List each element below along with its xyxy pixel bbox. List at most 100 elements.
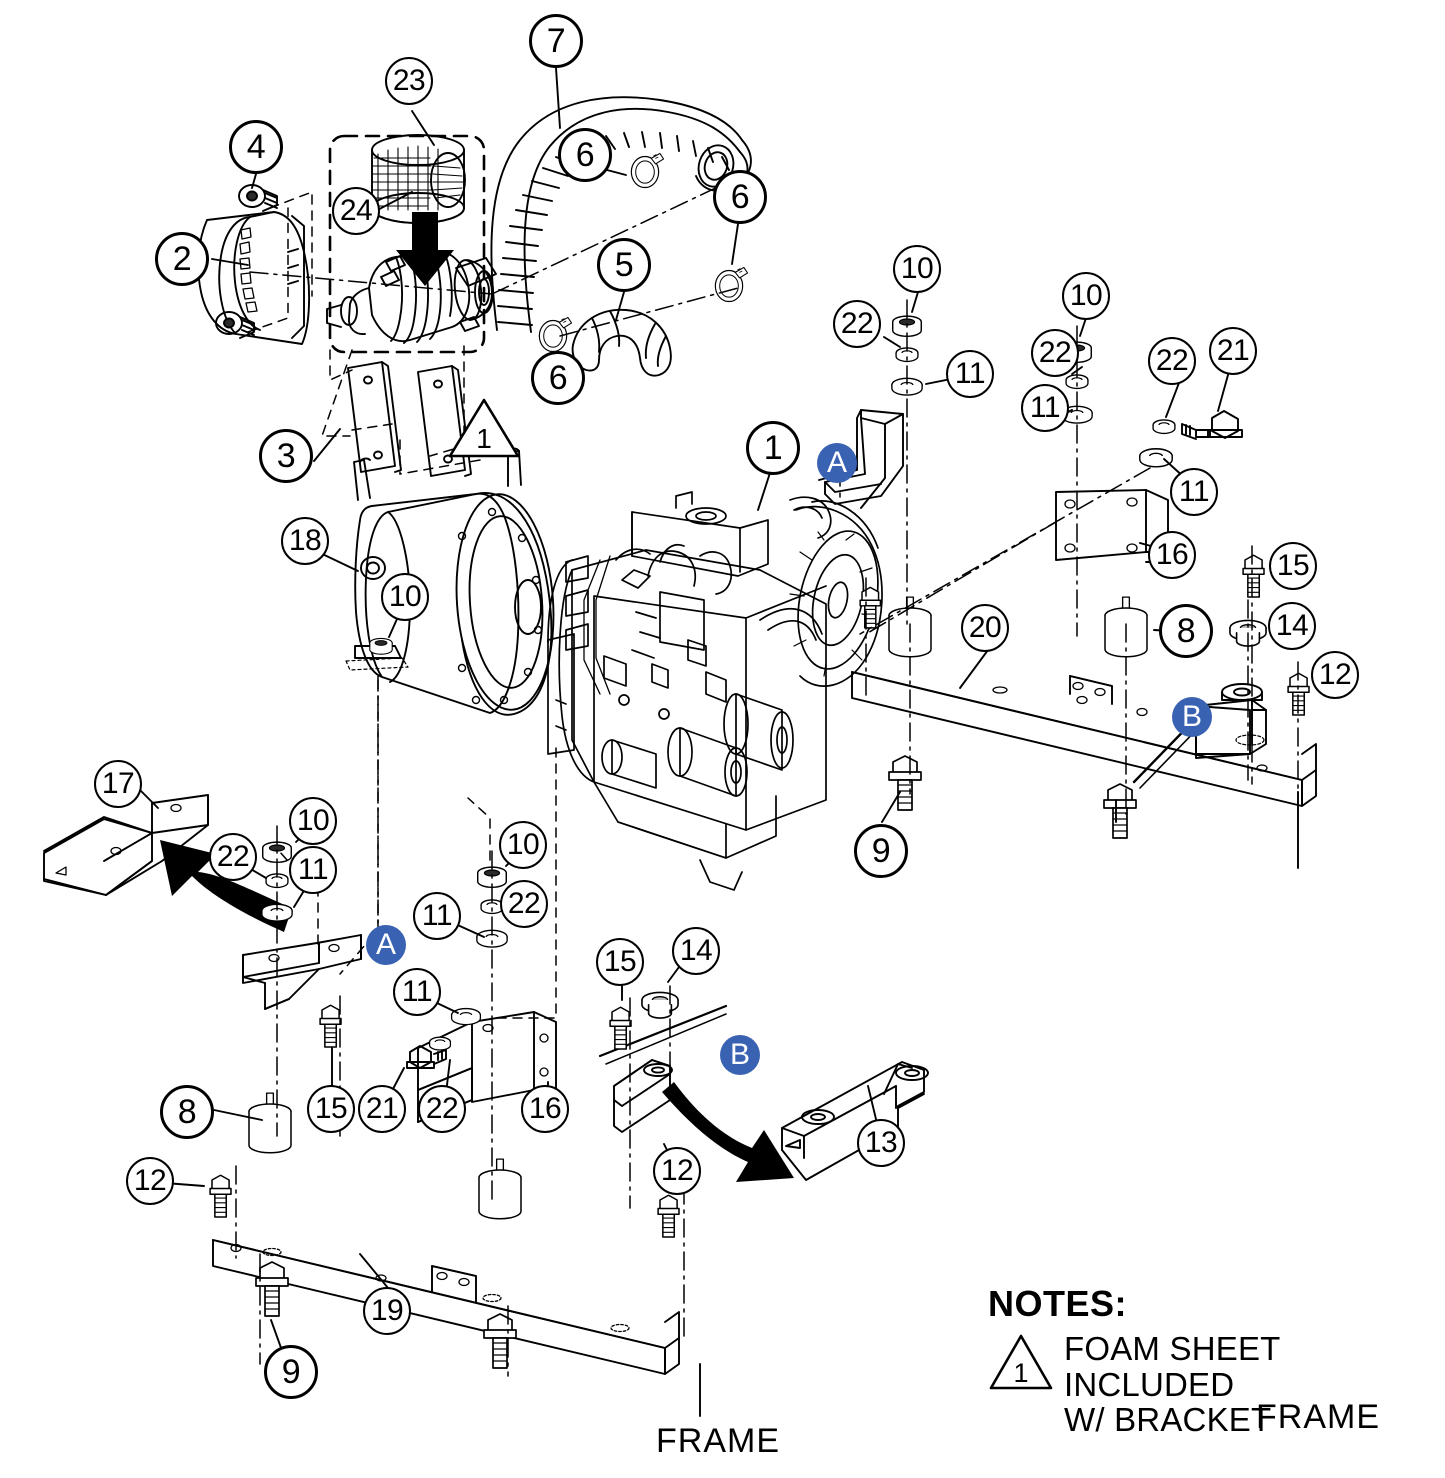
callout-balloon-22[interactable]: 22 <box>500 880 548 928</box>
bracket-a-upper <box>818 409 904 509</box>
callout-balloon-10[interactable]: 10 <box>381 573 429 621</box>
part-11-flat-washer <box>1138 447 1174 468</box>
callout-balloon-6[interactable]: 6 <box>713 170 767 224</box>
callout-balloon-9[interactable]: 9 <box>264 1345 318 1399</box>
callout-balloon-19[interactable]: 19 <box>363 1287 411 1335</box>
part-19-frame-rail-lower <box>212 1239 680 1375</box>
callout-balloon-10[interactable]: 10 <box>289 797 337 845</box>
part-15-flange-bolt <box>319 1004 342 1048</box>
callout-balloon-24[interactable]: 24 <box>332 187 380 235</box>
callout-balloon-21[interactable]: 21 <box>358 1085 406 1133</box>
callout-balloon-10[interactable]: 10 <box>1062 272 1110 320</box>
part-13-mount-bracket <box>781 1061 929 1181</box>
part-22-lock-washer <box>428 1036 452 1051</box>
zone-tag-b[interactable]: B <box>720 1035 760 1075</box>
callout-balloon-11[interactable]: 11 <box>1170 468 1218 516</box>
callout-balloon-11[interactable]: 11 <box>946 350 994 398</box>
callout-balloon-12[interactable]: 12 <box>653 1147 701 1195</box>
part-15-flange-bolt <box>1242 554 1265 598</box>
callout-balloon-18[interactable]: 18 <box>281 517 329 565</box>
callout-balloon-4[interactable]: 4 <box>229 120 283 174</box>
callout-balloon-22[interactable]: 22 <box>209 833 257 881</box>
callout-balloon-8[interactable]: 8 <box>1159 604 1213 658</box>
part-23-assembly-boundary <box>328 134 486 354</box>
part-7-intake-hose <box>490 96 752 333</box>
frame-label: FRAME <box>656 1422 780 1460</box>
bracket-b-lower <box>598 1004 728 1133</box>
part-18-flywheel-housing <box>345 447 555 716</box>
frame-label: FRAME <box>1256 1398 1380 1436</box>
part-14-spacer <box>641 991 679 1019</box>
note-text: FOAM SHEET INCLUDED W/ BRACKET <box>1064 1330 1280 1439</box>
assembly-move-arrow-left <box>160 840 292 932</box>
notes-block: NOTES: 1 FOAM SHEET INCLUDED W/ BRACKET <box>988 1283 1445 1438</box>
callout-balloon-12[interactable]: 12 <box>126 1157 174 1205</box>
part-15-flange-bolt <box>609 1006 632 1050</box>
callout-balloon-15[interactable]: 15 <box>307 1085 355 1133</box>
note-item-1: 1 FOAM SHEET INCLUDED W/ BRACKET <box>988 1331 1445 1438</box>
part-8-isolator-mount <box>478 1158 522 1220</box>
part-9-flange-bolt <box>1103 783 1137 839</box>
callout-balloon-17[interactable]: 17 <box>94 760 142 808</box>
callout-balloon-7[interactable]: 7 <box>529 14 583 68</box>
bracket-a-lower <box>242 934 362 1010</box>
part-1-engine-assembly <box>547 491 883 891</box>
callout-balloon-3[interactable]: 3 <box>259 429 313 483</box>
callout-balloon-14[interactable]: 14 <box>1268 602 1316 650</box>
note-flag-triangle-1: 1 <box>988 1333 1054 1391</box>
callout-balloon-5[interactable]: 5 <box>597 238 651 292</box>
callout-balloon-16[interactable]: 16 <box>1148 531 1196 579</box>
notes-heading: NOTES: <box>988 1283 1128 1324</box>
callout-balloon-22[interactable]: 22 <box>1031 329 1079 377</box>
part-4-socket-screw <box>215 311 255 339</box>
part-15-flange-bolt <box>859 586 882 629</box>
callout-balloon-14[interactable]: 14 <box>672 927 720 975</box>
callout-balloon-15[interactable]: 15 <box>1269 542 1317 590</box>
callout-balloon-9[interactable]: 9 <box>854 824 908 878</box>
callout-balloon-8[interactable]: 8 <box>160 1085 214 1139</box>
callout-balloon-10[interactable]: 10 <box>499 821 547 869</box>
callout-balloon-22[interactable]: 22 <box>833 300 881 348</box>
part-21-flange-bolt <box>1181 410 1243 440</box>
part-24-filter-element <box>371 134 466 224</box>
assembly-direction-arrow <box>396 212 454 286</box>
callout-balloon-16[interactable]: 16 <box>521 1085 569 1133</box>
part-20-frame-rail-upper <box>851 671 1317 807</box>
callout-balloon-2[interactable]: 2 <box>155 232 209 286</box>
callout-balloon-12[interactable]: 12 <box>1311 651 1359 699</box>
part-3-mounting-strap <box>347 361 402 473</box>
part-6-hose-clamp <box>630 152 665 189</box>
part-17-engine-mount-bracket <box>43 794 209 896</box>
callout-balloon-11[interactable]: 11 <box>393 968 441 1016</box>
callout-balloon-20[interactable]: 20 <box>961 604 1009 652</box>
callout-balloon-10[interactable]: 10 <box>893 245 941 293</box>
callout-balloon-11[interactable]: 11 <box>413 892 461 940</box>
triangle-icon <box>448 398 520 458</box>
callout-balloon-22[interactable]: 22 <box>418 1085 466 1133</box>
callout-balloon-6[interactable]: 6 <box>558 128 612 182</box>
triangle-note-number: 1 <box>476 423 492 454</box>
triangle-note-flag-1: 1 <box>447 397 521 459</box>
triangle-icon <box>989 1334 1053 1390</box>
callout-balloon-11[interactable]: 11 <box>289 846 337 894</box>
zone-tag-a[interactable]: A <box>366 925 406 965</box>
callout-balloon-22[interactable]: 22 <box>1148 337 1196 385</box>
zone-tag-b[interactable]: B <box>1172 697 1212 737</box>
part-3-mounting-strap <box>417 365 472 477</box>
callout-balloon-13[interactable]: 13 <box>857 1119 905 1167</box>
part-6-hose-clamp <box>714 266 749 303</box>
part-5-elbow-hose <box>571 308 672 377</box>
part-21-flange-bolt <box>406 1045 447 1069</box>
callout-balloon-11[interactable]: 11 <box>1021 384 1069 432</box>
part-9-flange-bolt <box>483 1313 517 1369</box>
zone-tag-a[interactable]: A <box>817 443 857 483</box>
callout-balloon-6[interactable]: 6 <box>531 351 585 405</box>
callout-balloon-1[interactable]: 1 <box>746 421 800 475</box>
callout-balloon-15[interactable]: 15 <box>596 938 644 986</box>
callout-balloon-21[interactable]: 21 <box>1209 327 1257 375</box>
callout-balloon-23[interactable]: 23 <box>385 57 433 105</box>
part-8-isolator-mount <box>248 1092 292 1154</box>
part-12-flange-bolt <box>657 1194 680 1238</box>
